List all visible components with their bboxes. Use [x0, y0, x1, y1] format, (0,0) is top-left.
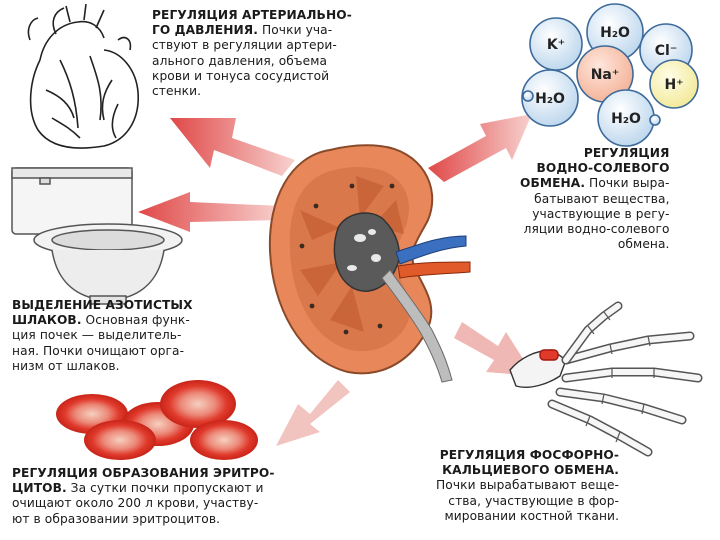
- body-phosphorus-calcium: Почки вырабатывают веще- ства, участвующ…: [436, 478, 620, 523]
- ion-h-circle: [649, 59, 699, 109]
- ion-label-h2o-3: H₂O: [611, 111, 641, 127]
- heading-excretion: ВЫДЕЛЕНИЕ АЗОТИСТЫХ ШЛАКОВ.: [12, 298, 193, 328]
- text-phosphorus-calcium: РЕГУЛЯЦИЯ ФОСФОРНО- КАЛЬЦИЕВОГО ОБМЕНА. …: [436, 448, 619, 524]
- text-excretion: ВЫДЕЛЕНИЕ АЗОТИСТЫХ ШЛАКОВ. Основная фун…: [12, 298, 193, 374]
- blood-cells-illustration: [56, 380, 258, 460]
- toilet-illustration: [11, 167, 183, 305]
- text-erythropoiesis: РЕГУЛЯЦИЯ ОБРАЗОВАНИЯ ЭРИТРО- ЦИТОВ. За …: [12, 466, 275, 527]
- ion-label-h2o-1: H₂O: [600, 25, 630, 41]
- ion-label-cl: Cl⁻: [655, 43, 677, 59]
- kidney-illustration: [268, 144, 471, 383]
- ion-label-k: K⁺: [547, 37, 565, 53]
- ions-cluster: [521, 3, 699, 147]
- ion-label-na: Na⁺: [591, 67, 620, 83]
- arrow-to-heart: [170, 118, 295, 176]
- arrow-to-toilet: [138, 192, 282, 232]
- arrow-to-ions: [428, 114, 532, 182]
- text-blood-pressure: РЕГУЛЯЦИЯ АРТЕРИАЛЬНО- ГО ДАВЛЕНИЯ. Почк…: [152, 8, 352, 99]
- heading-erythropoiesis: РЕГУЛЯЦИЯ ОБРАЗОВАНИЯ ЭРИТРО- ЦИТОВ.: [12, 466, 275, 496]
- body-erythropoiesis: За сутки почки пропускают и очищают окол…: [12, 481, 264, 526]
- ion-label-h: H⁺: [664, 77, 683, 93]
- heading-phosphorus-calcium: РЕГУЛЯЦИЯ ФОСФОРНО- КАЛЬЦИЕВОГО ОБМЕНА.: [439, 448, 620, 478]
- heading-water-salt: РЕГУЛЯЦИЯ ВОДНО-СОЛЕВОГО ОБМЕНА.: [520, 146, 670, 191]
- heart-illustration: [27, 3, 139, 149]
- hand-bones-illustration: [509, 301, 703, 457]
- arrow-to-blood: [276, 380, 350, 446]
- arrow-to-bones: [454, 322, 534, 376]
- ion-h2o-circle-2: [521, 69, 579, 127]
- body-water-salt: Почки выра- батывают вещества, участвующ…: [523, 176, 670, 252]
- heading-blood-pressure: РЕГУЛЯЦИЯ АРТЕРИАЛЬНО- ГО ДАВЛЕНИЯ.: [152, 8, 352, 38]
- body-excretion: Основная функ- ция почек — выделитель- н…: [12, 313, 190, 373]
- text-water-salt: РЕГУЛЯЦИЯ ВОДНО-СОЛЕВОГО ОБМЕНА. Почки в…: [520, 146, 670, 252]
- body-blood-pressure: Почки уча- ствуют в регуляции артери- ал…: [152, 23, 337, 99]
- ion-label-h2o-2: H₂O: [535, 91, 565, 107]
- ion-labels: K⁺ H₂O Cl⁻ Na⁺ H⁺ H₂O H₂O: [535, 25, 683, 127]
